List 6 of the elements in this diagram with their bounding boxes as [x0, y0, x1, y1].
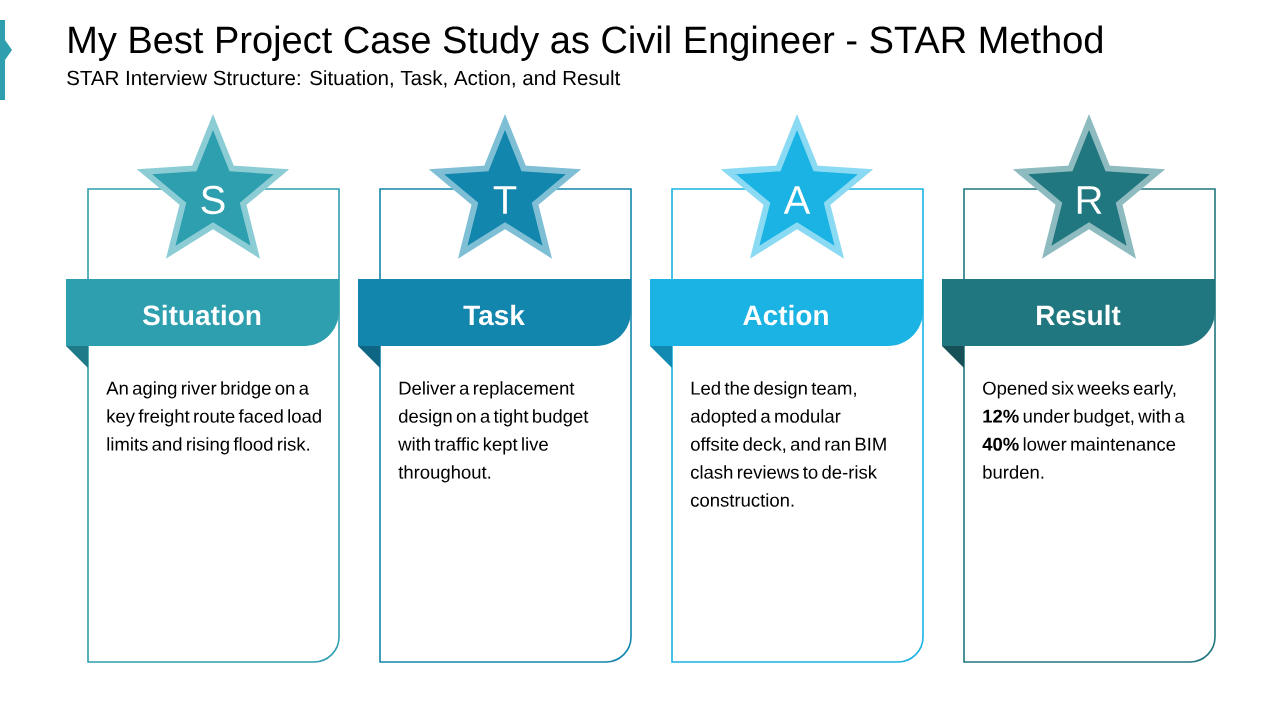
ribbon-banner: Task: [358, 279, 631, 368]
ribbon-banner: Situation: [66, 279, 339, 368]
title: My Best Project Case Study as Civil Engineer - STAR Method: [69, 25, 1102, 61]
ribbon-banner: Action: [650, 279, 923, 368]
ribbon-banner: Result: [942, 279, 1215, 368]
subtitle: STAR Interview Structure: Situation, Task, Action, and Result: [67, 70, 621, 88]
